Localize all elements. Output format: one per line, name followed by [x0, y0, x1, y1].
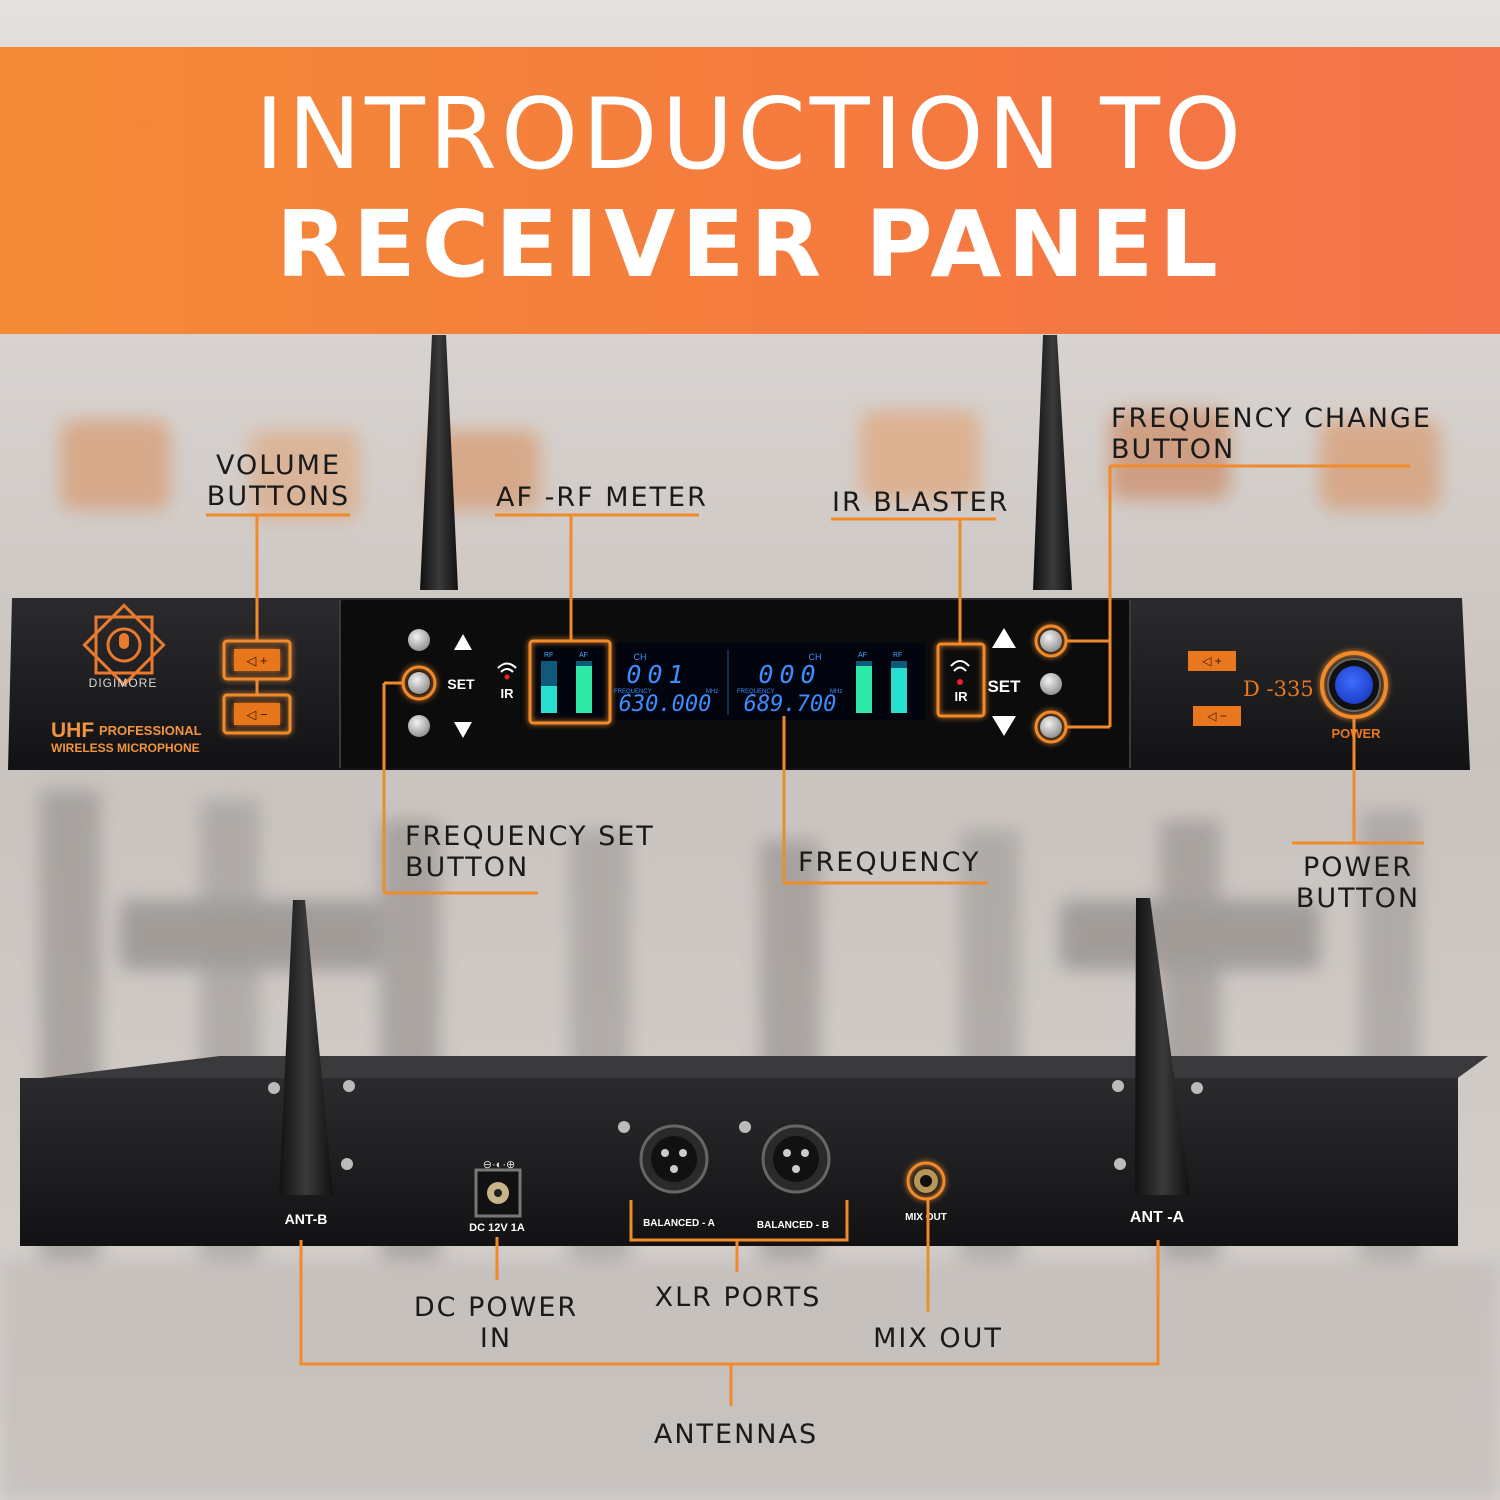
- svg-text:FREQUENCY: FREQUENCY: [737, 689, 775, 695]
- svg-text:MHz: MHz: [830, 689, 842, 695]
- rear-chassis: [20, 1078, 1458, 1246]
- volume-down-button-b[interactable]: ◁ −: [1193, 706, 1241, 726]
- svg-text:◁ −: ◁ −: [246, 707, 267, 722]
- balanced-b-label: BALANCED - B: [757, 1220, 829, 1231]
- front-antenna-right: [1033, 335, 1072, 590]
- ant-b-label: ANT-B: [285, 1211, 328, 1227]
- volume-callout-line1: VOLUME: [215, 450, 342, 481]
- front-antenna-left: [420, 335, 458, 590]
- title-line-2: RECEIVER PANEL: [276, 191, 1224, 298]
- svg-text:◁ −: ◁ −: [1207, 709, 1227, 723]
- title-banner: [0, 47, 1500, 334]
- af-rf-callout: AF -RF METER: [496, 482, 708, 513]
- volume-up-button[interactable]: ◁ +: [222, 639, 292, 681]
- af-rf-meter-a: RF AF: [541, 652, 592, 713]
- power-label: POWER: [1331, 726, 1381, 741]
- svg-text:RF: RF: [544, 652, 553, 659]
- ch-label-b: CH: [809, 652, 822, 662]
- left-up-button[interactable]: [408, 629, 430, 651]
- mix-out-jack[interactable]: [906, 1161, 946, 1201]
- set-label-right: SET: [987, 677, 1021, 696]
- dc-label: DC 12V 1A: [469, 1222, 525, 1234]
- mix-out-port-label: MIX OUT: [905, 1212, 947, 1223]
- svg-text:MHz: MHz: [706, 689, 718, 695]
- frequency-callout: FREQUENCY: [798, 847, 981, 878]
- af-rf-meter-b: AF RF: [856, 652, 907, 713]
- title-line-1: INTRODUCTION TO: [254, 78, 1246, 192]
- svg-text:◁ +: ◁ +: [246, 653, 267, 668]
- down-arrow-icon-right: [992, 716, 1016, 736]
- ir-blaster-callout: IR BLASTER: [832, 487, 1010, 518]
- svg-text:◁ +: ◁ +: [1202, 654, 1222, 668]
- power-button[interactable]: [1320, 651, 1388, 719]
- callout-lines-front: [206, 464, 1424, 895]
- power-callout-line1: POWER: [1302, 852, 1414, 883]
- ir-icon-right: [950, 660, 970, 685]
- svg-text:AF: AF: [579, 652, 588, 659]
- digimore-logo-icon: [82, 603, 166, 687]
- frequency-b: 689.700: [744, 692, 837, 717]
- antennas-callout: ANTENNAS: [653, 1419, 819, 1450]
- left-down-button[interactable]: [408, 715, 430, 737]
- freq-set-callout-line1: FREQUENCY SET: [405, 821, 655, 852]
- callout-lines-rear: [299, 1199, 1160, 1406]
- rear-chassis-top: [26, 1056, 1488, 1080]
- svg-text:RF: RF: [893, 652, 902, 659]
- down-arrow-icon: [454, 722, 472, 738]
- wireless-label: WIRELESS MICROPHONE: [51, 741, 200, 755]
- frequency-up-button[interactable]: [1034, 624, 1068, 658]
- ch-label-a: CH: [634, 652, 647, 662]
- rear-antenna-left: [279, 900, 333, 1195]
- frequency-a: 630.000: [619, 692, 712, 717]
- uhf-label: UHF: [51, 719, 94, 742]
- brand-name: DIGIMORE: [89, 676, 158, 690]
- up-arrow-icon: [454, 634, 472, 650]
- freq-change-callout-line1: FREQUENCY CHANGE: [1111, 403, 1432, 434]
- set-label-left: SET: [447, 676, 475, 692]
- set-button-right[interactable]: [1040, 673, 1062, 695]
- svg-text:FREQUENCY: FREQUENCY: [614, 689, 652, 695]
- xlr-port-a[interactable]: [639, 1124, 709, 1194]
- mix-out-callout: MIX OUT: [873, 1323, 1003, 1354]
- volume-callout-line2: BUTTONS: [206, 481, 351, 512]
- channel-b: 000: [758, 660, 821, 689]
- ir-label-right: IR: [955, 689, 969, 704]
- screws: [268, 1080, 1203, 1170]
- freq-set-callout-line2: BUTTON: [405, 852, 530, 883]
- rear-antenna-right: [1135, 898, 1190, 1195]
- svg-text:AF: AF: [858, 652, 867, 659]
- dc-callout-line1: DC POWER: [413, 1292, 579, 1323]
- power-callout-line2: BUTTON: [1295, 883, 1421, 914]
- model-label: D -335: [1243, 677, 1314, 701]
- up-arrow-icon-right: [992, 628, 1016, 648]
- balanced-a-label: BALANCED - A: [643, 1218, 715, 1229]
- channel-a: 001: [626, 660, 689, 689]
- xlr-callout: XLR PORTS: [654, 1282, 822, 1313]
- volume-down-button[interactable]: ◁ −: [222, 693, 292, 735]
- volume-up-button-b[interactable]: ◁ +: [1188, 651, 1236, 671]
- ir-label-left: IR: [501, 686, 515, 701]
- xlr-port-b[interactable]: [761, 1124, 831, 1194]
- frequency-down-button[interactable]: [1034, 710, 1068, 744]
- dc-callout-line2: IN: [479, 1323, 513, 1354]
- svg-text:⊖·◐·⊕: ⊖·◐·⊕: [483, 1159, 515, 1171]
- ant-a-label: ANT -A: [1130, 1209, 1185, 1226]
- ir-icon-left: [497, 662, 517, 680]
- professional-label: PROFESSIONAL: [99, 723, 202, 738]
- freq-change-callout-line2: BUTTON: [1111, 434, 1236, 465]
- dc-power-jack[interactable]: ⊖·◐·⊕: [474, 1159, 522, 1218]
